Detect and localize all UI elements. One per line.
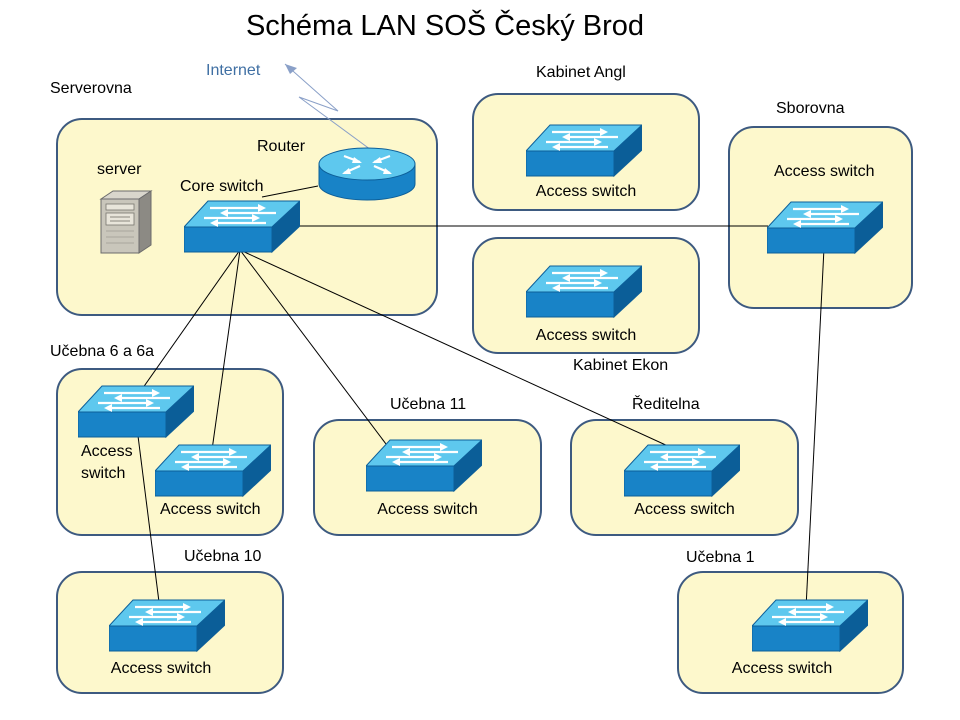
diagram-title: Schéma LAN SOŠ Český Brod (245, 10, 645, 42)
switch-label-ucebna-10: Access switch (110, 660, 212, 677)
link-core-router (261, 185, 319, 198)
internet-link (284, 63, 413, 181)
link-core-ucebna6-a (139, 249, 241, 393)
router-label: Router (257, 138, 306, 155)
room-label-kabinet-ekon: Kabinet Ekon (573, 357, 669, 374)
switch-label-ucebna-1: Access switch (731, 660, 833, 677)
room-label-sborovna: Sborovna (776, 100, 845, 117)
room-label-reditelna: Ředitelna (632, 396, 700, 413)
switch-sborovna-icon (767, 201, 883, 255)
switch-reditelna-icon (624, 444, 740, 498)
switch-label-ucebna-6-a-line1: Access (81, 443, 133, 460)
server-label: server (97, 161, 142, 178)
room-label-ucebna-11: Učebna 11 (390, 396, 467, 413)
switch-ucebna-10-icon (109, 599, 225, 653)
server-icon (99, 190, 153, 254)
room-label-ucebna-1: Učebna 1 (686, 549, 755, 566)
link-ucebna6-ucebna10 (135, 419, 161, 611)
switch-label-sborovna: Access switch (774, 163, 875, 180)
switch-ucebna-1-icon (752, 599, 868, 653)
switch-kabinet-angl-icon (526, 124, 642, 178)
link-core-ucebna6-b (211, 249, 241, 451)
link-sborovna-ucebna1 (805, 247, 825, 609)
switch-label-ucebna-11: Access switch (377, 501, 478, 518)
internet-arrow-icon (285, 64, 297, 74)
internet-label: Internet (206, 62, 261, 79)
link-core-ucebna11 (239, 249, 393, 453)
switch-ucebna-11-icon (366, 439, 482, 493)
core-switch-label: Core switch (180, 178, 264, 195)
switch-label-reditelna: Access switch (634, 501, 735, 518)
room-label-ucebna-10: Učebna 10 (184, 548, 262, 565)
core-switch-icon (184, 200, 300, 254)
link-core-reditelna (239, 249, 682, 453)
room-label-kabinet-angl: Kabinet Angl (536, 64, 626, 81)
switch-kabinet-ekon-icon (526, 265, 642, 319)
switch-label-ucebna-6-b: Access switch (160, 501, 261, 518)
switch-label-ucebna-6-a-line2: switch (81, 465, 126, 482)
router-icon (318, 147, 416, 201)
switch-label-kabinet-angl: Access switch (535, 183, 637, 200)
switch-ucebna-6-a-icon (78, 385, 194, 439)
room-label-ucebna-6: Učebna 6 a 6a (50, 343, 155, 360)
room-label-serverovna: Serverovna (50, 80, 132, 97)
switch-ucebna-6-b-icon (155, 444, 271, 498)
switch-label-kabinet-ekon: Access switch (535, 327, 637, 344)
